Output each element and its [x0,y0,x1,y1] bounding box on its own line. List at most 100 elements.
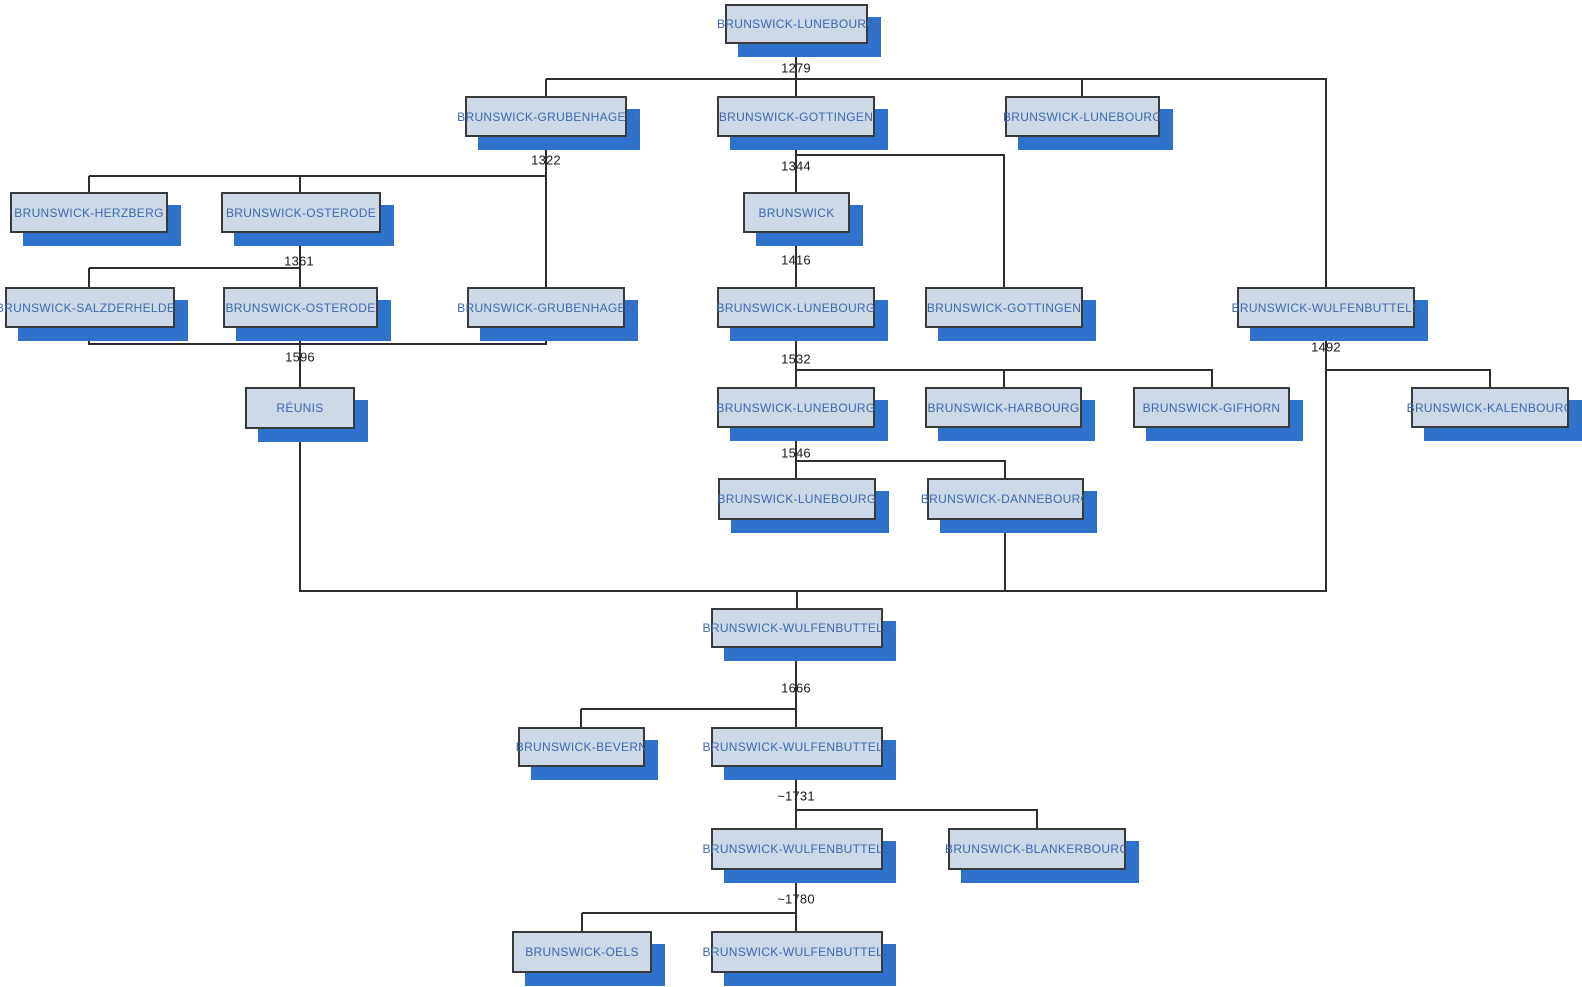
connector-line-vertical [545,176,547,287]
connector-line-vertical [1325,328,1327,592]
connector-line-vertical [88,328,90,345]
tree-node-r6-dannebourg[interactable]: BRUNSWICK-DANNEBOURG [921,478,1090,520]
connector-line-vertical [795,43,797,80]
tree-node-r7-wulfenbuttels[interactable]: BRUNSWICK-WULFENBUTTELS [703,608,891,648]
tree-node-label: BRUNSWICK-LUNEBOURG [717,492,877,506]
connector-line-vertical [299,344,301,387]
tree-node-r2-grubenhagen[interactable]: BRUNSWICK-GRUBENHAGEN [457,96,635,137]
year-label: 1666 [781,680,811,696]
tree-node-label: BRUNSWICK-HARBOURG [927,400,1080,415]
tree-node-r5-kalenbourg[interactable]: BRUNSWICK-KALENBOURG [1407,387,1573,428]
tree-node-r5-lunebourg[interactable]: BRUNSWICK-LUNEBOURG [716,387,876,428]
tree-node-label: BRUNSWICK-LUNEBOURG [716,17,877,31]
connector-line-horizontal [89,175,547,177]
connector-line-vertical [795,79,797,96]
tree-node-label: BRUNSWICK-HERZBERG [14,205,164,220]
connector-line-vertical [299,233,301,269]
connector-line-horizontal [546,78,1327,80]
tree-node-label: BRUNSWICK-BLANKERBOURG [945,842,1129,856]
tree-node-r9-blankerbourg[interactable]: BRUNSWICK-BLANKERBOURG [945,828,1129,870]
tree-node-r10-wulfenbuttels[interactable]: BRUNSWICK-WULFENBUTTELS [703,931,891,973]
connector-line-vertical [1003,155,1005,287]
tree-node-r4-grubenhagen[interactable]: BRUNSWICK-GRUBENHAGEN [457,287,635,328]
connector-line-horizontal [796,154,1005,156]
tree-node-r4-salzderhelden[interactable]: BRUNSWICK-SALZDERHELDEN [0,287,184,328]
tree-node-label: BRUNSWICK-OSTERODE [225,205,377,220]
tree-node-label: BRUNSWICK-WULFENBUTTELS [702,740,892,754]
tree-node-label: BRUNSWICK-LUNEBOURG [1002,109,1163,124]
tree-node-label: BRUNSWICK-WULFENBUTTELS [702,621,892,635]
connector-line-horizontal [300,590,1327,592]
connector-line-horizontal [582,912,797,914]
connector-line-vertical [88,176,90,192]
connector-line-vertical [795,233,797,287]
year-label: ~1780 [777,891,815,907]
connector-line-vertical [1081,79,1083,96]
connector-line-vertical [299,429,301,592]
tree-node-r8-bevern[interactable]: BRUNSWICK-BEVERN [515,727,648,767]
tree-node-r1-lunebourg[interactable]: BRUNSWICK-LUNEBOURG [717,4,876,44]
connector-line-vertical [581,913,583,931]
connector-line-vertical [796,591,798,608]
year-label: ~1731 [777,788,815,804]
year-label: 1279 [781,60,811,76]
tree-node-r6-lunebourg[interactable]: BRUNSWICK-LUNEBOURG [717,478,877,520]
tree-node-label: BRUNSWICK-GOTTINGEN [926,300,1082,315]
connector-line-horizontal [89,267,301,269]
connector-line-vertical [1004,520,1006,592]
connector-line-vertical [1004,461,1006,478]
tree-node-label: BRUNSWICK-SALZDERHELDEN [0,300,185,315]
tree-node-r9-wulfenbuttels[interactable]: BRUNSWICK-WULFENBUTTELS [703,828,891,870]
tree-node-r5-reunis[interactable]: RÉUNIS [245,387,355,429]
connector-line-vertical [795,428,797,478]
tree-node-label: BRUNSWICK-OELS [525,945,639,959]
tree-node-r4-wulfenbuttels[interactable]: BRUNSWICK-WULFENBUTTELS [1232,287,1420,328]
tree-node-label: BRUNSWICK-GIFHORN [1142,400,1281,415]
year-label: 1416 [781,252,811,268]
year-label: 1532 [781,351,811,367]
tree-node-r5-harbourg[interactable]: BRUNSWICK-HARBOURG [925,387,1082,428]
connector-line-vertical [88,268,90,287]
connector-line-vertical [795,648,797,727]
tree-node-label: BRUNSWICK-LUNEBOURG [716,300,876,315]
tree-node-r3-osterode[interactable]: BRUNSWICK-OSTERODE [221,192,381,233]
connector-line-vertical [299,176,301,192]
connector-line-vertical [545,79,547,96]
tree-node-label: BRUNSWICK-GRUBENHAGEN [457,109,635,124]
tree-node-label: BRUNSWICK-GRUBENHAGEN [457,300,635,315]
connector-line-vertical [545,328,547,345]
tree-node-r4-lunebourg[interactable]: BRUNSWICK-LUNEBOURG [716,287,876,328]
year-label: 1546 [781,445,811,461]
connector-line-horizontal [1326,369,1491,371]
year-label: 1322 [531,152,561,168]
tree-node-r3-brunswick[interactable]: BRUNSWICK [743,192,850,233]
connector-line-horizontal [581,708,797,710]
tree-node-label: BRUNSWICK-WULFENBUTTELS [1231,300,1421,315]
tree-node-label: BRUNSWICK-OSTERODE [225,300,376,315]
connector-line-vertical [580,709,582,727]
connector-line-vertical [1325,79,1327,287]
tree-node-r8-wulfenbuttels[interactable]: BRUNSWICK-WULFENBUTTELS [703,727,891,767]
year-label: 1596 [285,349,315,365]
tree-node-r2-gottingen[interactable]: BRUNSWICK-GOTTINGEN [717,96,875,137]
tree-node-label: BRUNSWICK-KALENBOURG [1406,400,1574,415]
tree-node-label: BRUNSWICK-DANNEBOURG [920,492,1091,506]
year-label: 1492 [1311,339,1341,355]
year-label: 1344 [781,158,811,174]
connector-line-vertical [1036,810,1038,828]
tree-node-r4-gottingen[interactable]: BRUNSWICK-GOTTINGEN [925,287,1083,328]
tree-node-r3-herzberg[interactable]: BRUNSWICK-HERZBERG [10,192,168,233]
tree-node-r5-gifhorn[interactable]: BRUNSWICK-GIFHORN [1133,387,1290,428]
tree-node-r4-osterode[interactable]: BRUNSWICK-OSTERODE [223,287,378,328]
tree-node-label: BRUNSWICK-BEVERN [515,740,648,754]
tree-node-r10-oels[interactable]: BRUNSWICK-OELS [512,931,652,973]
tree-node-label: BRUNSWICK-GOTTINGEN [718,109,874,124]
connector-line-horizontal [796,809,1038,811]
year-label: 1361 [284,253,314,269]
tree-node-r2-lunebourg[interactable]: BRUNSWICK-LUNEBOURG [1002,96,1163,137]
connector-line-vertical [795,767,797,828]
connector-line-vertical [795,328,797,387]
tree-node-label: BRUNSWICK [758,205,835,220]
tree-node-label: BRUNSWICK-LUNEBOURG [716,400,876,415]
